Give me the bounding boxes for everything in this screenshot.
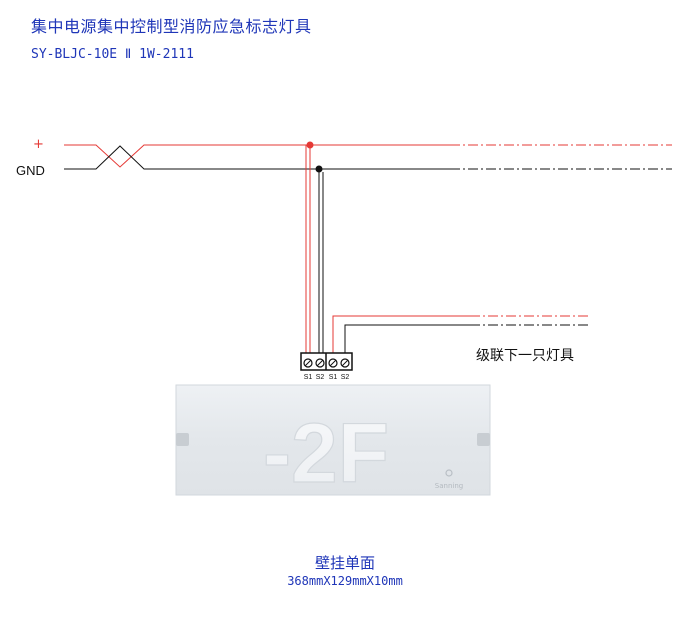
cascade-label: 级联下一只灯具 <box>476 348 574 364</box>
floor-sign-text: -2F <box>263 406 389 500</box>
mount-clip-right <box>477 433 490 446</box>
brand-name: Sanning <box>435 482 463 490</box>
terminal-label-s1: S1 <box>304 374 313 381</box>
terminal-screw <box>340 358 350 368</box>
mounting-type: 壁挂单面 <box>314 554 375 572</box>
gnd-bus-line <box>64 145 672 170</box>
cascade-wires <box>332 315 590 353</box>
brand-logo-icon <box>445 469 453 477</box>
terminal-label-s2: S2 <box>341 374 350 381</box>
gnd-label: GND <box>16 163 45 178</box>
terminal-block <box>300 352 353 371</box>
terminal-label-s1: S1 <box>329 374 338 381</box>
lamp-panel: -2F Sanning <box>175 384 491 501</box>
plus-junction-dot <box>306 141 314 149</box>
plus-bus-line <box>64 144 672 168</box>
drop-wires <box>305 145 324 353</box>
model-number: SY-BLJC-10E Ⅱ 1W-2111 <box>31 47 194 62</box>
terminal-screw <box>328 358 338 368</box>
terminal-label-s2: S2 <box>316 374 325 381</box>
mount-clip-left <box>176 433 189 446</box>
terminal-screw <box>315 358 325 368</box>
terminal-screw <box>303 358 313 368</box>
diagram-title: 集中电源集中控制型消防应急标志灯具 <box>31 17 312 36</box>
plus-label: + <box>33 137 44 152</box>
dimensions: 368mmX129mmX10mm <box>287 574 403 588</box>
